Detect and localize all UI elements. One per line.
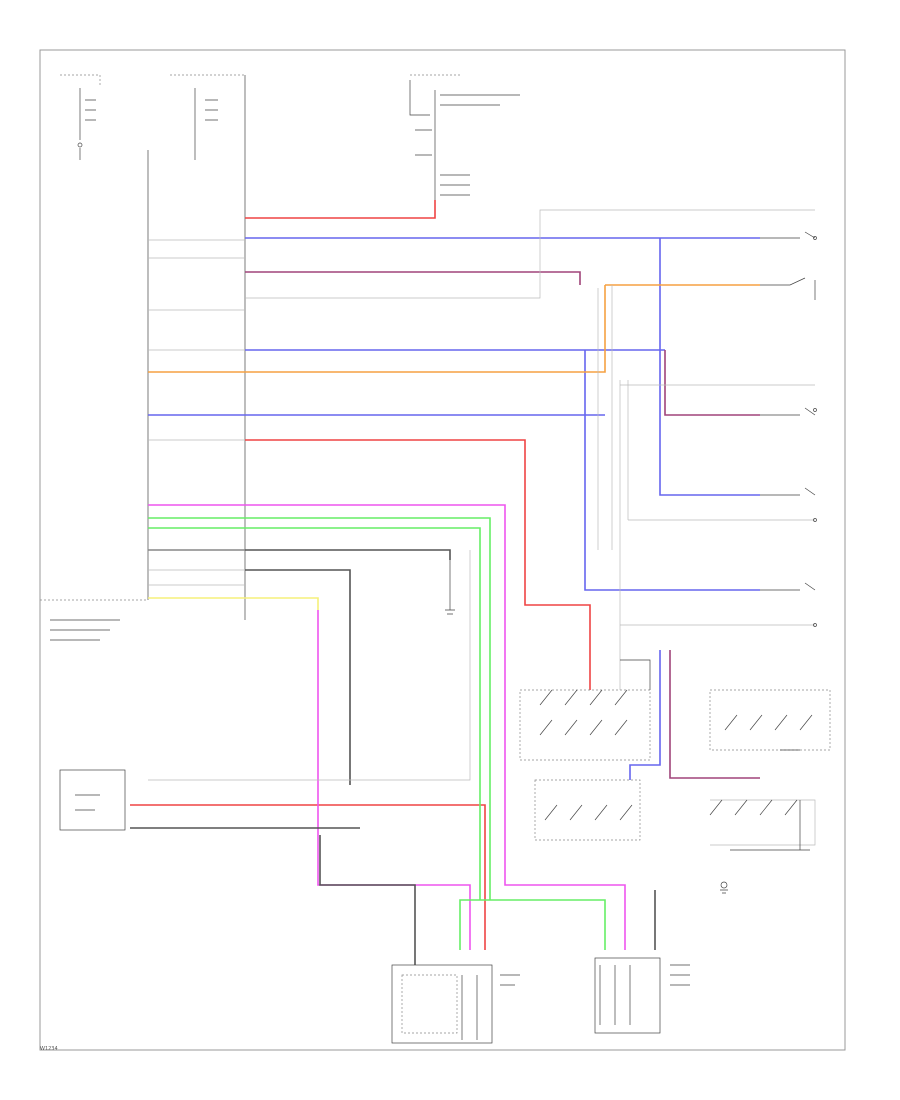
wire-blue-right-a bbox=[659, 238, 760, 496]
wire-pink-upper bbox=[148, 504, 626, 950]
footer-code: W1234 bbox=[40, 1046, 58, 1052]
wire-red-middle bbox=[245, 439, 591, 690]
right-switch-5 bbox=[760, 582, 817, 627]
ground-symbol-1 bbox=[445, 560, 455, 615]
wire-black-b bbox=[245, 569, 351, 785]
wire-red-top bbox=[245, 200, 436, 219]
window-switch-left-rear bbox=[534, 779, 641, 841]
wire-orange-mid bbox=[148, 285, 606, 373]
wire-yellow bbox=[148, 597, 319, 610]
diagram-frame bbox=[39, 49, 846, 1051]
wire-purple-right bbox=[664, 350, 760, 416]
window-switch-right-rear bbox=[709, 799, 810, 851]
right-switch-1 bbox=[760, 231, 817, 240]
wire-blue-right-c bbox=[629, 650, 661, 780]
ground-symbol-2 bbox=[720, 881, 728, 894]
fuse-block-center-left bbox=[170, 74, 246, 620]
right-switch-4 bbox=[760, 487, 817, 522]
fuse-block-left bbox=[60, 74, 101, 160]
window-switch-right-front bbox=[709, 689, 831, 751]
right-switch-3 bbox=[760, 407, 817, 416]
wire-purple bbox=[245, 271, 581, 285]
wire-green-b bbox=[148, 527, 481, 900]
fuse-block-top-center bbox=[409, 74, 520, 210]
actuator-left bbox=[391, 964, 520, 1044]
wire-red-lower bbox=[130, 804, 486, 950]
actuator-right bbox=[594, 957, 690, 1034]
window-switch-left-front bbox=[519, 659, 651, 761]
right-switch-2 bbox=[760, 277, 816, 300]
wire-green bbox=[148, 517, 606, 950]
door-lock-module-left bbox=[59, 769, 126, 831]
wire-blue-right-b bbox=[584, 350, 760, 591]
wire-black-a bbox=[148, 549, 451, 560]
wire-purple-lower bbox=[669, 650, 760, 779]
wire-black-d bbox=[319, 835, 416, 965]
